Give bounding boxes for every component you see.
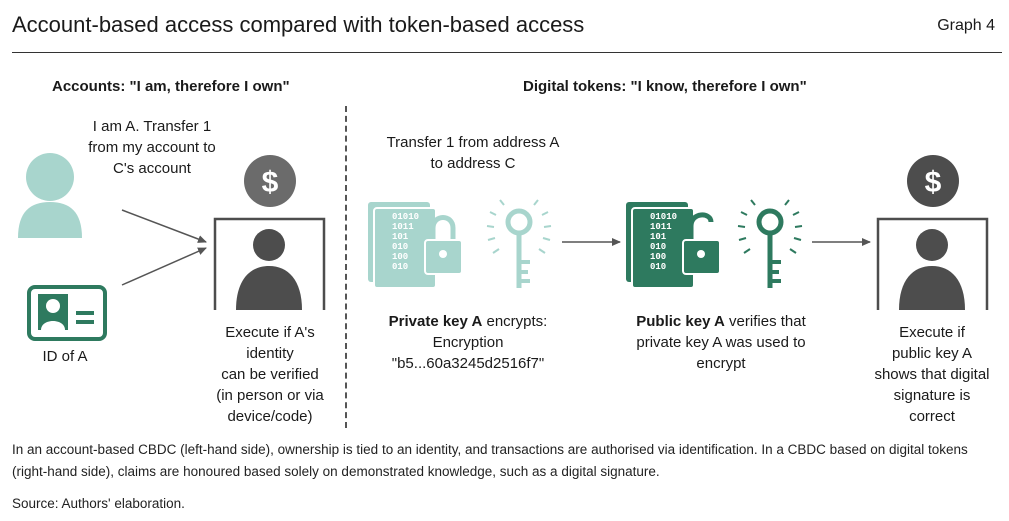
title-rule — [12, 52, 1002, 53]
binary-line: 01010 — [650, 212, 677, 222]
caption: In an account-based CBDC (left-hand side… — [12, 442, 968, 479]
key-icon — [486, 199, 552, 288]
arrow-icon — [121, 247, 207, 286]
public-key-rest: verifies that — [724, 313, 806, 330]
left-heading: Accounts: "I am, therefore I own" — [52, 78, 290, 95]
binary-line: 100 — [650, 252, 666, 262]
section-divider — [345, 106, 347, 428]
key-icon — [737, 199, 803, 288]
binary-line: 010 — [392, 262, 408, 272]
page-title: Account-based access compared with token… — [12, 12, 585, 37]
svg-text:$: $ — [262, 166, 279, 199]
id-card-icon — [27, 285, 107, 341]
binary-line: 1011 — [650, 222, 672, 232]
document-lock-icon: 01010 1011 101 010 100 010 — [626, 202, 721, 289]
speech-text: I am A. Transfer 1 from my account to C'… — [88, 118, 216, 177]
binary-line: 101 — [650, 232, 667, 242]
person-icon — [18, 153, 82, 238]
private-key-text: Private key A encrypts: Encryption "b5..… — [388, 313, 548, 372]
right-execute-text: Execute if public key A shows that digit… — [874, 324, 990, 425]
binary-line: 010 — [650, 262, 666, 272]
dollar-coin-icon: $ — [907, 155, 959, 207]
public-key-text: Public key A verifies that private key A… — [636, 313, 806, 372]
source-note: Source: Authors' elaboration. — [12, 496, 185, 511]
binary-line: 100 — [392, 252, 408, 262]
binary-line: 010 — [392, 242, 408, 252]
transfer-text: Transfer 1 from address A to address C — [386, 134, 560, 172]
arrow-icon — [121, 209, 207, 243]
svg-text:$: $ — [925, 166, 942, 199]
public-key-label: Public key A — [636, 313, 725, 330]
dollar-coin-icon: $ — [244, 155, 296, 207]
binary-line: 1011 — [392, 222, 414, 232]
binary-line: 01010 — [392, 212, 419, 222]
private-key-rest: encrypts: — [482, 313, 548, 330]
verifier-frame — [876, 217, 989, 310]
graph-label: Graph 4 — [937, 17, 995, 34]
verifier-frame — [213, 217, 326, 310]
document-lock-icon: 01010 1011 101 010 100 010 — [368, 202, 463, 289]
right-heading: Digital tokens: "I know, therefore I own… — [523, 78, 807, 95]
private-key-label: Private key A — [388, 313, 483, 330]
binary-line: 010 — [650, 242, 666, 252]
id-label: ID of A — [42, 348, 88, 365]
left-execute-text: Execute if A's identity can be verified … — [216, 324, 324, 425]
binary-line: 101 — [392, 232, 409, 242]
